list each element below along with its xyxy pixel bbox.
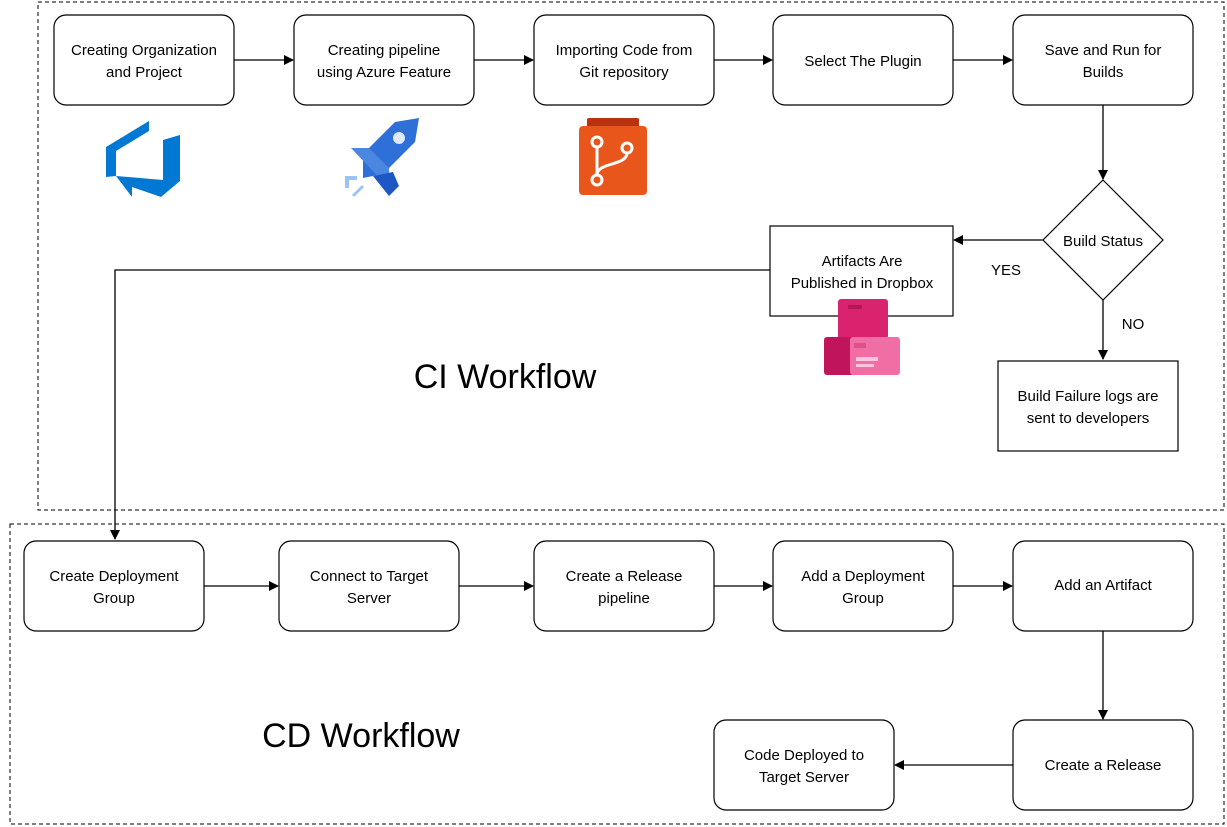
- step-label-line1: Creating pipeline: [328, 42, 441, 59]
- step-label-line2: Git repository: [579, 64, 669, 81]
- azure-pipelines-icon: [345, 118, 419, 198]
- step-label-line1: Create a Release: [1045, 757, 1162, 774]
- step-label-line1: Importing Code from: [556, 42, 693, 59]
- cd-step-create-release[interactable]: Create a Release: [1012, 719, 1194, 811]
- artifacts-label-line2: Published in Dropbox: [791, 275, 934, 292]
- cd-workflow-title: CD Workflow: [262, 717, 460, 755]
- ci-step-create-organization[interactable]: Creating Organization and Project: [53, 14, 235, 106]
- step-label-line1: Select The Plugin: [804, 53, 921, 70]
- no-label: NO: [1122, 316, 1145, 333]
- azure-devops-icon: [106, 121, 180, 197]
- step-label-line2: Server: [347, 590, 391, 607]
- failure-label-line1: Build Failure logs are: [1018, 388, 1159, 405]
- step-label-line1: Add an Artifact: [1054, 577, 1152, 594]
- cd-step-add-artifact[interactable]: Add an Artifact: [1012, 540, 1194, 632]
- arrow-artifacts-to-cd: [110, 269, 770, 540]
- step-label-line1: Create Deployment: [49, 568, 179, 585]
- ci-step-creating-pipeline[interactable]: Creating pipeline using Azure Feature: [293, 14, 475, 106]
- step-label-line1: Creating Organization: [71, 42, 217, 59]
- ci-step-select-plugin[interactable]: Select The Plugin: [772, 14, 954, 106]
- cd-step-add-deployment-group[interactable]: Add a Deployment Group: [772, 540, 954, 632]
- step-label-line2: Group: [93, 590, 135, 607]
- azure-repos-icon: [579, 118, 647, 195]
- step-label-line2: pipeline: [598, 590, 650, 607]
- ci-step-save-and-run[interactable]: Save and Run for Builds: [1012, 14, 1194, 106]
- cd-step-create-release-pipeline[interactable]: Create a Release pipeline: [533, 540, 715, 632]
- artifacts-label-line1: Artifacts Are: [822, 253, 903, 270]
- azure-artifacts-icon: [824, 299, 900, 375]
- yes-label: YES: [991, 262, 1021, 279]
- step-label-line2: Group: [842, 590, 884, 607]
- step-label-line1: Connect to Target: [310, 568, 429, 585]
- failure-label-line2: sent to developers: [1027, 410, 1150, 427]
- cd-step-connect-target-server[interactable]: Connect to Target Server: [278, 540, 460, 632]
- step-label-line1: Code Deployed to: [744, 747, 864, 764]
- ci-workflow-title: CI Workflow: [414, 358, 597, 396]
- cd-step-code-deployed[interactable]: Code Deployed to Target Server: [713, 719, 895, 811]
- decision-build-status[interactable]: Build Status: [1042, 179, 1164, 301]
- cd-step-create-deployment-group[interactable]: Create Deployment Group: [23, 540, 205, 632]
- decision-label: Build Status: [1063, 233, 1143, 250]
- step-label-line2: Target Server: [759, 769, 849, 786]
- ci-build-failure-logs[interactable]: Build Failure logs are sent to developer…: [997, 360, 1179, 452]
- ci-step-importing-code[interactable]: Importing Code from Git repository: [533, 14, 715, 106]
- cd-workflow-frame: [9, 523, 1225, 825]
- step-label-line1: Add a Deployment: [801, 568, 925, 585]
- step-label-line2: Builds: [1083, 64, 1124, 81]
- step-label-line2: using Azure Feature: [317, 64, 451, 81]
- step-label-line2: and Project: [106, 64, 183, 81]
- step-label-line1: Create a Release: [566, 568, 683, 585]
- step-label-line1: Save and Run for: [1045, 42, 1162, 59]
